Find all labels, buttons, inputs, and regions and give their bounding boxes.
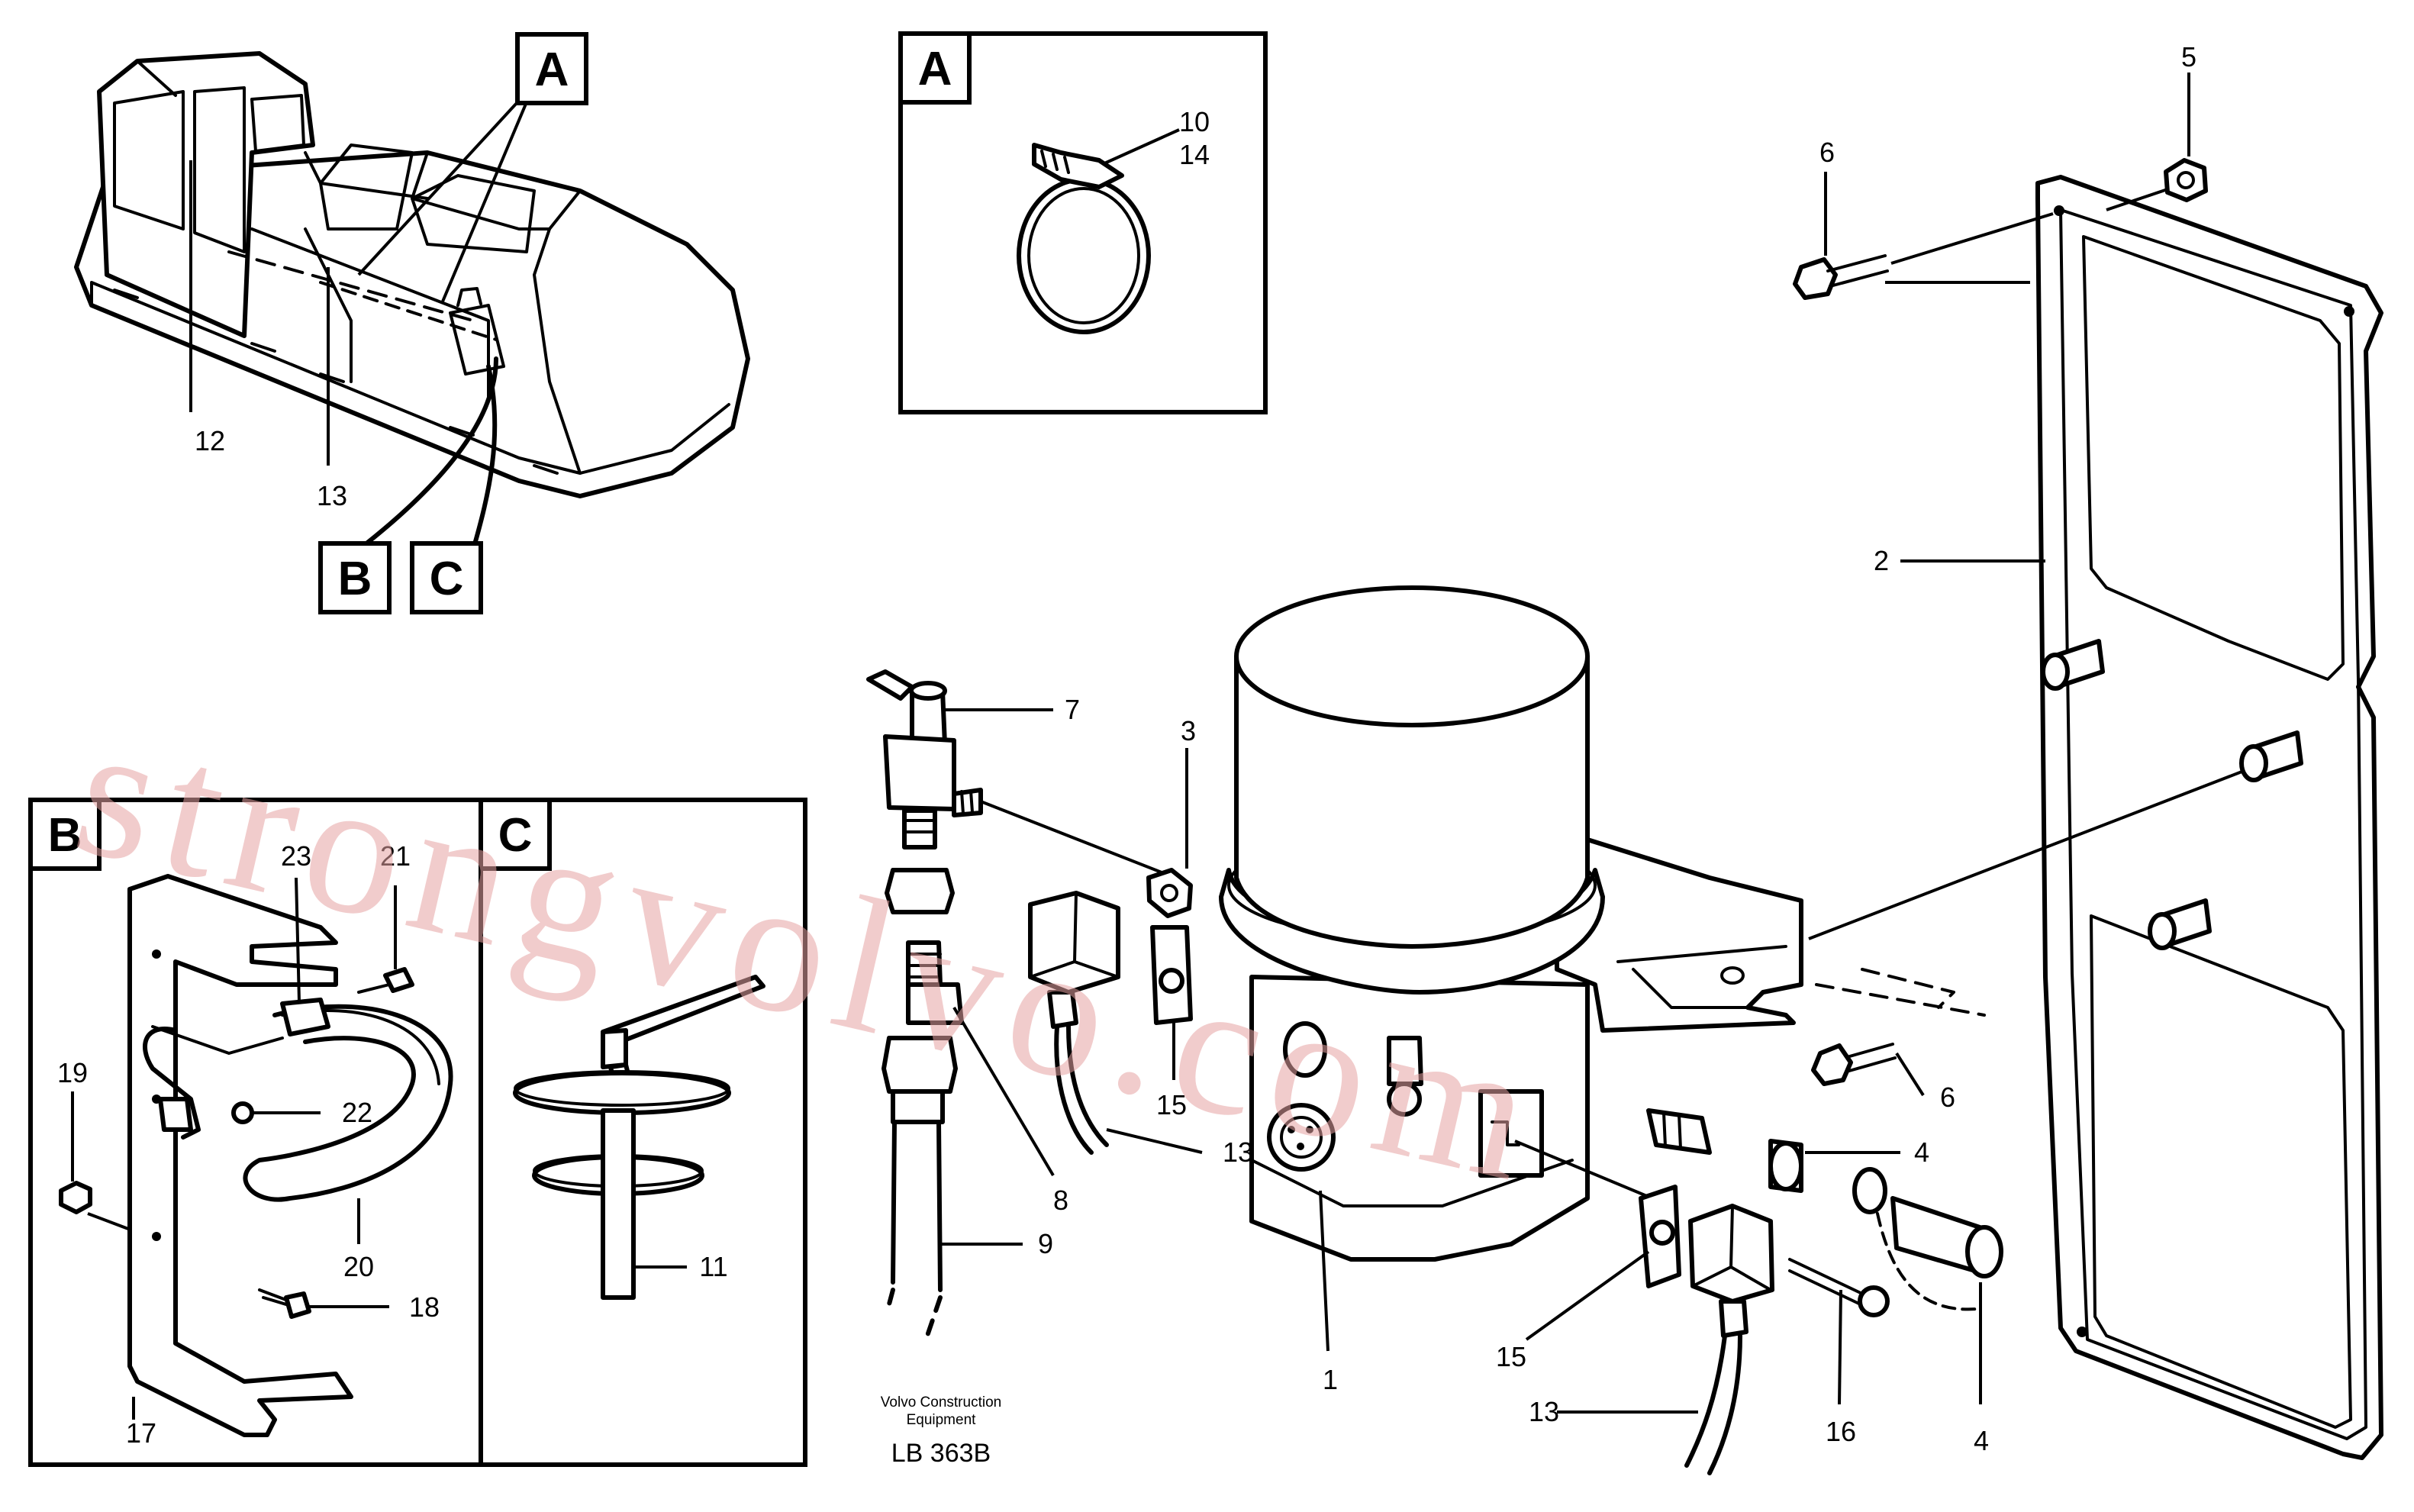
box-a-callout — [515, 32, 588, 105]
callout-16: 16 — [1826, 1416, 1856, 1447]
callout-10: 10 — [1179, 106, 1210, 137]
callout-14: 14 — [1179, 139, 1210, 170]
callout-11: 11 — [699, 1251, 727, 1282]
callout-4-cap: 4 — [1974, 1425, 1989, 1456]
callout-5: 5 — [2181, 41, 2196, 73]
callout-15-right: 15 — [1496, 1341, 1526, 1372]
credit-line-1: Volvo Construction — [881, 1394, 1001, 1410]
credit-line-2: Equipment — [907, 1412, 977, 1428]
drawing-code: LB 363B — [891, 1439, 991, 1468]
callout-4-outlet: 4 — [1914, 1136, 1929, 1168]
lubrication-pump: 1 4 — [1219, 585, 1986, 1395]
callout-23: 23 — [281, 840, 311, 872]
box-b-label: B — [338, 553, 372, 605]
callout-6-lower: 6 — [1940, 1082, 1955, 1113]
callout-2: 2 — [1874, 545, 1889, 576]
callout-1: 1 — [1323, 1364, 1338, 1395]
detail-b-panel: B 23 21 19 — [28, 798, 483, 1467]
connector-right: 15 13 16 4 — [1496, 1140, 2003, 1475]
callout-3: 3 — [1181, 715, 1196, 746]
callout-9: 9 — [1038, 1228, 1053, 1259]
detail-c-label: C — [498, 809, 533, 862]
box-c-label: C — [430, 553, 464, 605]
callout-7: 7 — [1065, 694, 1080, 725]
callout-22: 22 — [342, 1097, 372, 1128]
box-a-label: A — [535, 44, 569, 96]
callout-19: 19 — [57, 1057, 88, 1088]
excavator-overview — [74, 51, 750, 552]
callout-13-left: 13 — [1223, 1136, 1253, 1168]
detail-a-panel: A 10 14 — [898, 31, 1268, 414]
callout-6-top: 6 — [1819, 137, 1835, 168]
fitting-assembly: 7 8 9 — [866, 669, 1176, 1338]
detail-a-label: A — [918, 43, 952, 95]
callout-21: 21 — [380, 840, 411, 872]
box-b-callout — [318, 541, 392, 614]
callout-15-left: 15 — [1156, 1089, 1187, 1120]
callout-12: 12 — [195, 425, 225, 456]
callout-13-right: 13 — [1529, 1396, 1559, 1427]
mounting-plate: 6 5 6 2 — [1793, 41, 2383, 1460]
callout-20: 20 — [343, 1251, 374, 1282]
callout-13-overview: 13 — [317, 480, 347, 511]
detail-c-panel: C 11 — [479, 798, 807, 1467]
callout-8: 8 — [1053, 1185, 1068, 1216]
callout-17: 17 — [126, 1417, 156, 1449]
callout-18: 18 — [409, 1291, 440, 1323]
connector-left: 3 15 13 — [1028, 715, 1253, 1168]
box-c-callout — [410, 541, 483, 614]
detail-b-label: B — [48, 809, 82, 862]
